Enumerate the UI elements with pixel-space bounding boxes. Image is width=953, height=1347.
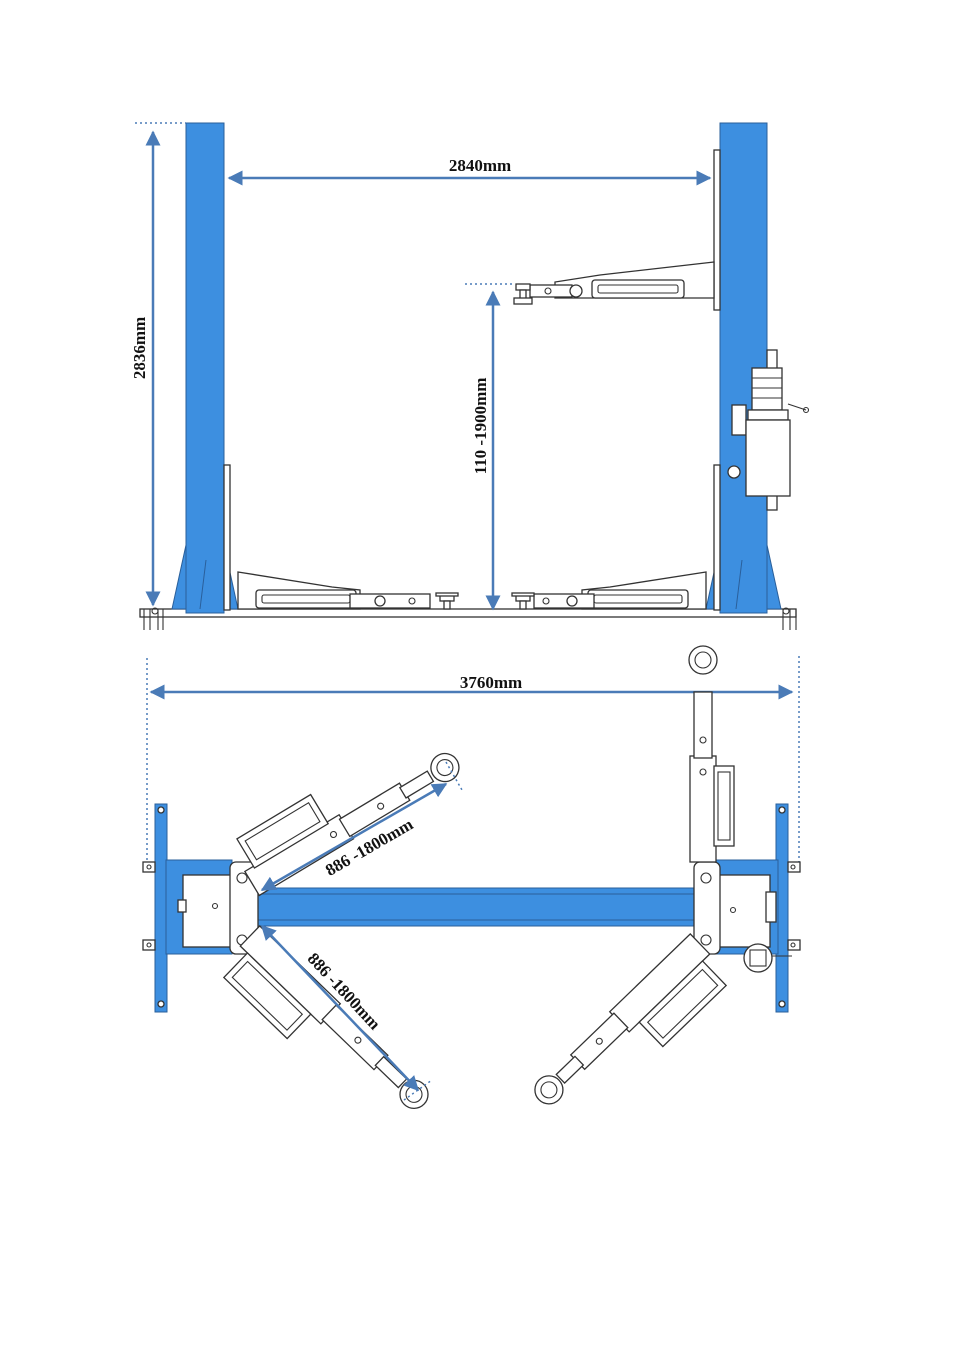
left-column-plan — [142, 803, 234, 1013]
overall-width-label: 3760mm — [460, 673, 522, 692]
right-column-plan — [711, 803, 801, 1013]
lower-right-arm-plan — [534, 933, 728, 1105]
column-spacing-label: 2840mm — [449, 156, 511, 175]
left-arm-pivot — [229, 861, 259, 955]
right-arm-pivot — [693, 861, 721, 955]
lift-height-label: 110 -1900mm — [471, 378, 490, 475]
lowered-right-lift-arm — [511, 571, 707, 610]
front-elevation-view: 2836mm 2840mm 110 -1900mm — [130, 122, 810, 630]
hydraulic-power-unit — [727, 367, 810, 497]
left-foot-bracket — [143, 609, 164, 630]
left-foot-bolt — [151, 607, 159, 615]
lowered-left-lift-arm — [237, 571, 459, 610]
arm-reach-lower-extension-line — [403, 1079, 433, 1101]
base-plate — [139, 608, 797, 618]
left-column — [171, 122, 239, 614]
arm-reach-upper-extension-line — [445, 761, 463, 791]
arm-reach-lower-dimension-line — [260, 924, 420, 1092]
raised-lift-arm — [513, 261, 715, 305]
total-height-label: 2836mm — [130, 317, 149, 379]
top-plan-view: 3760mm — [142, 645, 801, 1110]
upper-right-arm-plan — [688, 645, 735, 863]
arm-reach-upper-dimension-line — [260, 782, 448, 892]
right-foot-bolt — [782, 607, 790, 615]
